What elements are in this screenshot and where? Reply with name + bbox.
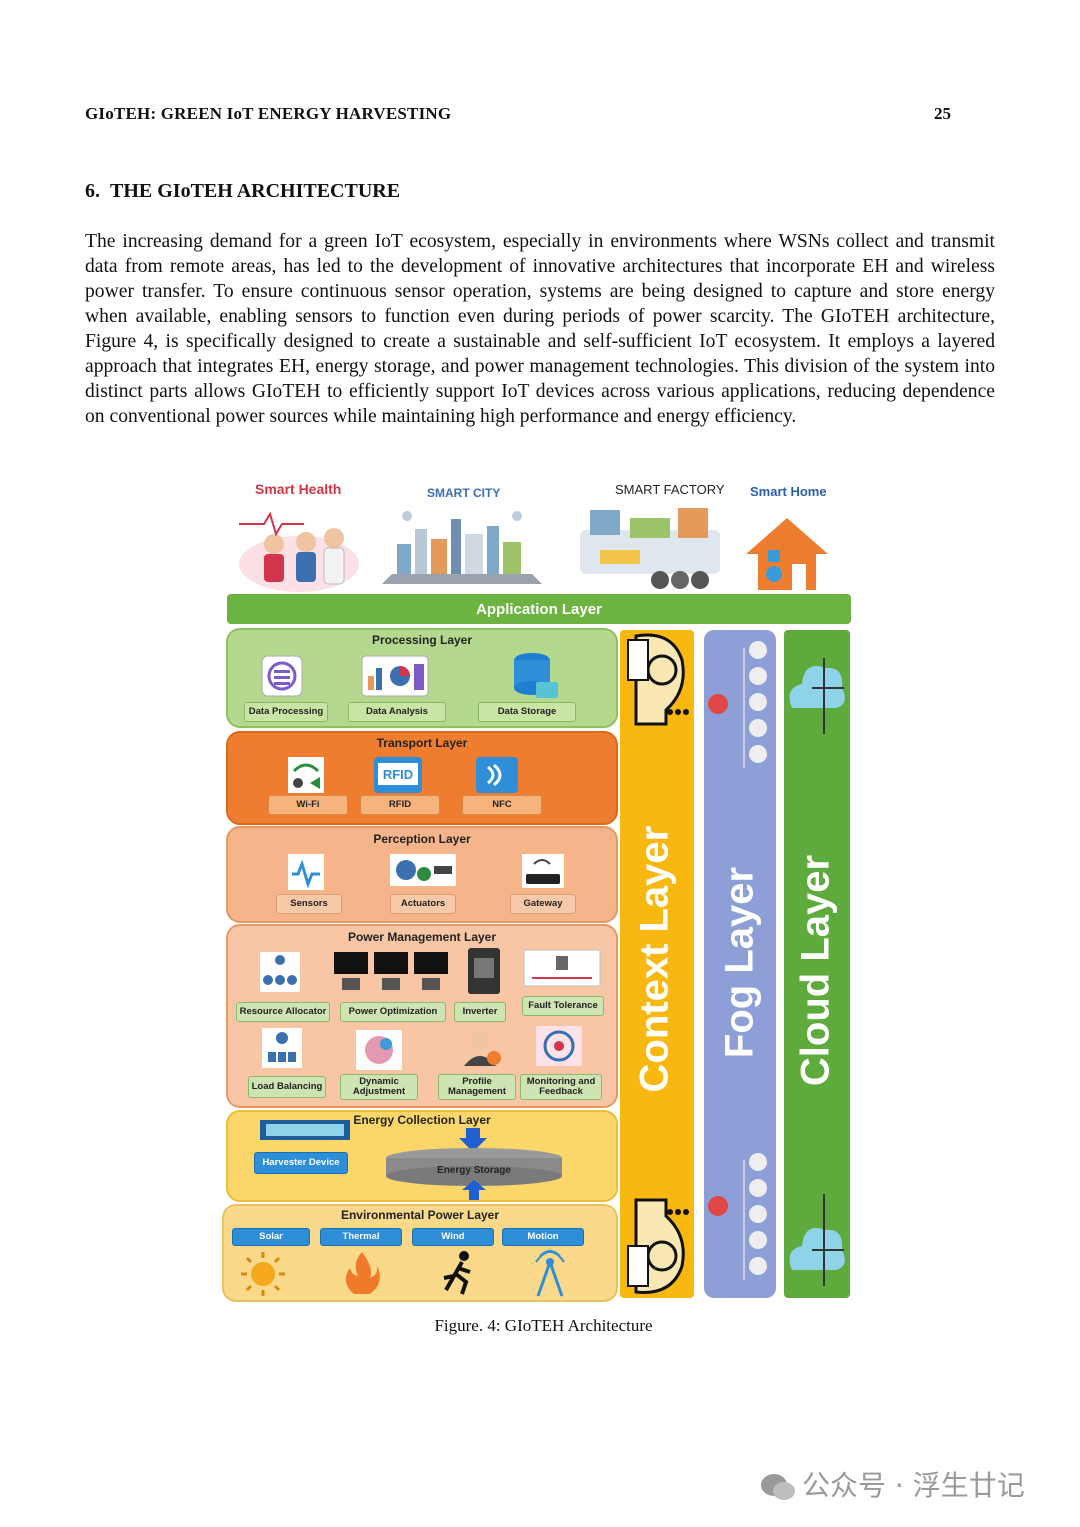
storage-up-arrow-icon	[462, 1180, 486, 1200]
gateway-router-icon	[522, 854, 564, 888]
energy-storage-disk-icon	[386, 1148, 562, 1186]
energy-storage-label: Energy Storage	[437, 1165, 511, 1176]
resource-allocator-hierarchy-icon	[260, 952, 300, 992]
rfid-tag-icon	[374, 757, 422, 793]
load-balancing-label: Load Balancing	[248, 1076, 326, 1098]
running-head: GIoTEH: GREEN IoT ENERGY HARVESTING	[85, 104, 452, 123]
nfc-label: NFC	[462, 795, 542, 815]
power-optimization-label: Power Optimization	[340, 1002, 446, 1022]
architecture-figure: Smart Health SMART CITY SMART FACTORY Sm…	[222, 474, 854, 1304]
inverter-box-icon	[468, 948, 500, 994]
fault-tolerance-network-icon	[523, 949, 601, 987]
energy-collection-layer-title: Energy Collection Layer	[353, 1113, 491, 1127]
context-layer-label: Context Layer	[632, 825, 677, 1093]
context-head-gear-bottom-icon	[627, 1198, 689, 1294]
transport-layer: Transport Layer RFID Wi-Fi RFID NFC	[226, 731, 618, 825]
solar-label: Solar	[232, 1228, 310, 1246]
perception-layer-title: Perception Layer	[373, 832, 471, 846]
power-management-layer-title: Power Management Layer	[347, 930, 497, 944]
context-layer: Context Layer	[620, 630, 694, 1298]
power-optimization-panels-icon	[334, 952, 448, 990]
section-number: 6.	[85, 180, 100, 202]
energy-down-arrow-icon	[459, 1128, 487, 1152]
profile-management-user-icon	[464, 1031, 501, 1066]
sun-icon	[241, 1252, 285, 1296]
app-smart-city-label: SMART CITY	[427, 486, 501, 500]
data-analysis-label: Data Analysis	[348, 702, 446, 722]
application-layer-title: Application Layer	[476, 601, 602, 618]
fog-devices-bottom-icon	[708, 1153, 767, 1280]
fog-layer: Fog Layer	[704, 630, 776, 1298]
fault-tolerance-label: Fault Tolerance	[522, 996, 604, 1016]
actuator-gears-icon	[390, 854, 456, 886]
flame-icon	[345, 1252, 380, 1294]
fog-devices-top-icon	[708, 641, 767, 768]
data-analysis-icon	[361, 655, 429, 697]
cloud-layer-label: Cloud Layer	[793, 854, 838, 1087]
inverter-label: Inverter	[454, 1002, 506, 1022]
body-paragraph: The increasing demand for a green IoT ec…	[85, 231, 995, 427]
perception-layer: Perception Layer Sensors Actuators Gatew…	[226, 826, 618, 923]
energy-collection-layer: Energy Collection Layer Harvester Device…	[226, 1110, 618, 1202]
smart-health-illustration-icon	[239, 511, 359, 592]
watermark: 公众号 · 浮生廿记	[760, 1464, 1025, 1504]
smart-home-house-icon	[746, 518, 828, 590]
monitoring-feedback-label: Monitoring and Feedback	[520, 1074, 602, 1100]
data-processing-icon	[261, 655, 303, 697]
sensors-label: Sensors	[276, 894, 342, 914]
cloud-layer: Cloud Layer	[784, 630, 850, 1298]
monitoring-feedback-icon	[536, 1026, 582, 1066]
harvester-device-label: Harvester Device	[254, 1152, 348, 1174]
thermal-label: Thermal	[320, 1228, 402, 1246]
harvester-panel-icon	[260, 1120, 350, 1140]
rfid-icon-text: RFID	[382, 767, 414, 782]
running-person-icon	[443, 1251, 471, 1295]
environmental-power-layer-title: Environmental Power Layer	[340, 1208, 500, 1222]
section-title: THE GIoTEH ARCHITECTURE	[110, 180, 401, 202]
figure-caption: Figure. 4: GIoTEH Architecture	[434, 1316, 653, 1335]
smart-city-illustration-icon	[382, 511, 542, 584]
resource-allocator-label: Resource Allocator	[236, 1002, 330, 1022]
rfid-label: RFID	[360, 795, 440, 815]
nfc-card-icon	[476, 757, 518, 793]
wind-label: Wind	[412, 1228, 494, 1246]
data-storage-label: Data Storage	[478, 702, 576, 722]
sensor-wave-icon	[288, 854, 324, 890]
motion-label: Motion	[502, 1228, 584, 1246]
fog-layer-label: Fog Layer	[717, 866, 762, 1059]
page-number: 25	[934, 104, 951, 123]
data-processing-label: Data Processing	[244, 702, 328, 722]
power-management-layer: Power Management Layer Resource Allocato…	[226, 924, 618, 1108]
environmental-power-layer: Environmental Power Layer Solar Thermal …	[222, 1204, 618, 1302]
smart-factory-illustration-icon	[580, 508, 720, 589]
cloud-network-bottom-icon	[789, 1194, 845, 1286]
wifi-router-icon	[288, 757, 324, 793]
dynamic-adjustment-brain-icon	[356, 1030, 402, 1070]
load-balancing-icon	[262, 1028, 302, 1068]
actuators-label: Actuators	[390, 894, 456, 914]
application-layer-bar: Application Layer	[227, 594, 851, 624]
processing-layer: Processing Layer Data Processing Data An…	[226, 628, 618, 728]
gateway-label: Gateway	[510, 894, 576, 914]
wireless-tower-icon	[535, 1250, 565, 1297]
dynamic-adjustment-label: Dynamic Adjustment	[340, 1074, 418, 1100]
cloud-network-top-icon	[789, 658, 845, 734]
data-storage-database-icon	[514, 653, 558, 698]
app-smart-factory-label: SMART FACTORY	[615, 482, 725, 497]
wechat-logo-icon	[761, 1474, 795, 1500]
wifi-label: Wi-Fi	[268, 795, 348, 815]
watermark-text: 公众号 · 浮生廿记	[802, 1469, 1025, 1502]
context-head-gear-icon	[627, 633, 689, 726]
transport-layer-title: Transport Layer	[376, 736, 468, 750]
section-heading: 6. THE GIoTEH ARCHITECTURE	[85, 180, 400, 203]
app-smart-health-label: Smart Health	[255, 481, 342, 497]
app-smart-home-label: Smart Home	[750, 484, 827, 499]
profile-management-label: Profile Management	[438, 1074, 516, 1100]
processing-layer-title: Processing Layer	[371, 633, 473, 647]
